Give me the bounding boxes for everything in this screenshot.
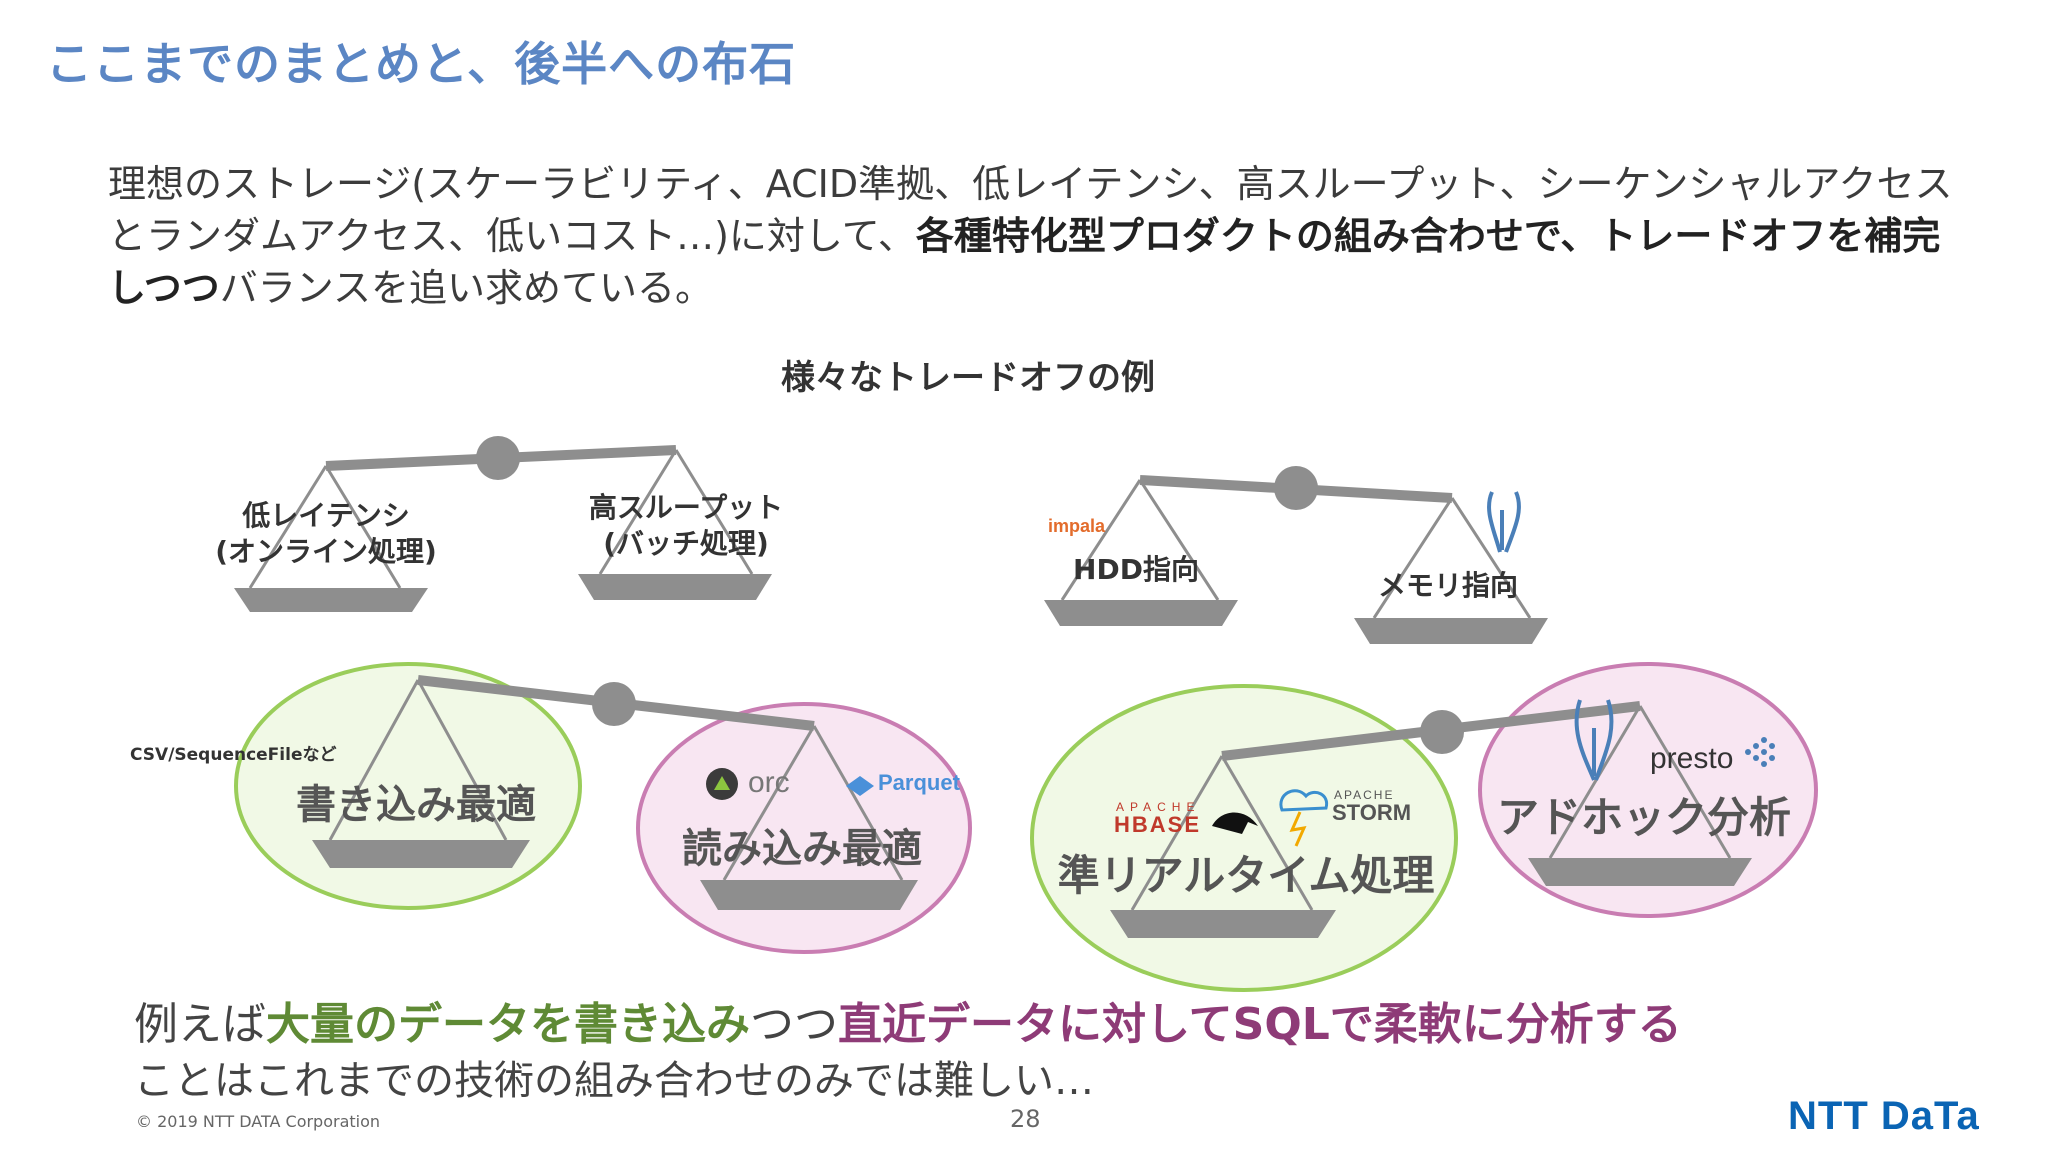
adhoc-analysis-label: アドホック分析 [1496,793,1791,842]
hbase-logo: HBASE [1114,812,1202,837]
kudu-logo-icon [1487,491,1521,553]
hdd-oriented-label: HDD指向 [1073,553,1199,586]
impala-logo: impala [1048,516,1106,536]
tradeoff-heading: 様々なトレードオフの例 [781,358,1155,398]
hbase-logo-top: APACHE [1116,800,1201,814]
intro-text-1: 理想のストレージ(スケーラビリティ、ACID準拠、低レイテンシ、高スループット、… [108,162,1953,258]
storm-cloud-icon [1279,789,1329,847]
low-latency-line2: (オンライン処理) [215,535,437,568]
near-realtime-label: 準リアルタイム処理 [1057,851,1435,900]
scale-realtime-adhoc [1110,701,1752,938]
parquet-logo-text: Parquet [878,770,960,795]
low-latency-label: 低レイテンシ (オンライン処理) [206,498,446,570]
ntt-data-logo: NTT DaTa [1788,1094,1980,1138]
parquet-logo-icon [846,776,874,796]
bottom-text-purple: 直近データに対してSQLで柔軟に分析する [838,999,1682,1050]
bottom-line-1: 例えば大量のデータを書き込みつつ直近データに対してSQLで柔軟に分析する [134,988,1682,1052]
high-throughput-line2: (バッチ処理) [603,527,769,560]
csv-note: CSV/SequenceFileなど [130,745,337,765]
storm-logo: STORM [1332,800,1412,825]
hbase-orca-icon [1212,812,1258,834]
read-optimized-label: 読み込み最適 [682,826,922,872]
adhoc-ellipse [1478,662,1818,918]
orc-logo-text: orc [748,766,790,799]
presto-arrow-icon [1745,737,1775,767]
scale-write-read [312,675,918,910]
copyright: © 2019 NTT DATA Corporation [136,1112,381,1131]
high-throughput-label: 高スループット (バッチ処理) [566,490,806,562]
storm-logo-top: APACHE [1334,788,1395,802]
intro-text-bold: 各種特化型プロダクトの組み合わせで、トレードオフを補完しつつ [108,214,1941,310]
slide-title: ここまでのまとめと、後半への布石 [46,37,797,91]
high-throughput-line1: 高スループット [588,491,784,524]
bottom-text-c: つつ [750,999,838,1050]
presto-logo: presto [1650,742,1734,775]
scale-hdd-memory [1044,466,1548,644]
write-optimized-label: 書き込み最適 [296,782,536,828]
kudu-logo-icon-2 [1574,699,1614,781]
intro-paragraph: 理想のストレージ(スケーラビリティ、ACID準拠、低レイテンシ、高スループット、… [108,158,1968,314]
bottom-text-green: 大量のデータを書き込み [266,999,750,1050]
bottom-text-a: 例えば [134,999,266,1050]
bottom-line-2: ことはこれまでの技術の組み合わせのみでは難しい… [134,1058,1094,1104]
intro-text-3: バランスを追い求めている。 [219,266,713,310]
page-number: 28 [1010,1105,1041,1133]
scale-latency-throughput [234,436,772,612]
memory-oriented-label: メモリ指向 [1377,569,1518,602]
low-latency-line1: 低レイテンシ [242,499,410,532]
